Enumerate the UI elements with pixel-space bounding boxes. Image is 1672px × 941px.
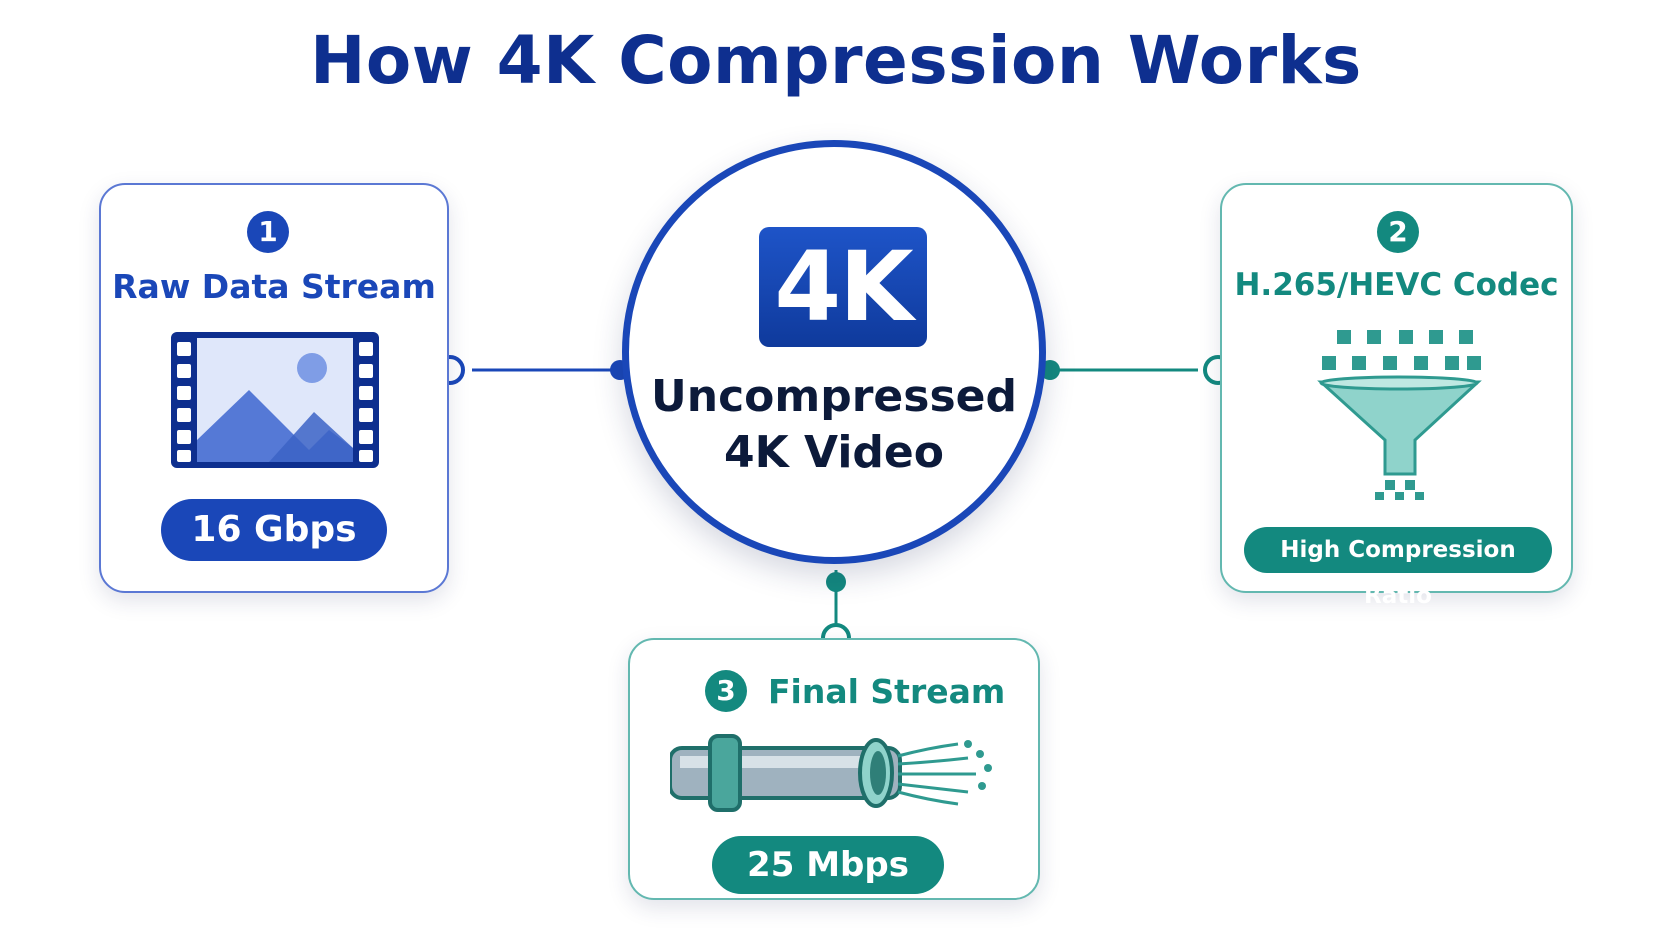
card-raw-data-stream: 1 Raw Data Stream 16 Gbps — [99, 183, 449, 593]
center-line-2: 4K Video — [724, 427, 944, 478]
4k-badge: 4K — [759, 227, 927, 347]
funnel-icon — [1317, 330, 1482, 500]
card-title-codec: H.265/HEVC Codec — [1234, 267, 1559, 303]
page-title: How 4K Compression Works — [310, 22, 1362, 99]
raw-bitrate-pill: 16 Gbps — [161, 499, 387, 561]
pipe-icon — [670, 734, 992, 812]
card-title-final: Final Stream — [768, 672, 1006, 711]
film-frame-icon — [171, 332, 379, 468]
final-bitrate-pill: 25 Mbps — [712, 836, 944, 894]
center-line-1: Uncompressed — [651, 371, 1017, 422]
connector-dot-bottom — [826, 572, 846, 592]
card-final-stream: 3 Final Stream 25 Mbps — [628, 638, 1040, 900]
card-title-raw: Raw Data Stream — [112, 267, 436, 306]
compression-ratio-pill: High Compression Ratio — [1244, 527, 1552, 609]
card-codec: 2 H.265/HEVC Codec High Compression Rati… — [1220, 183, 1573, 609]
step-number-2: 2 — [1377, 211, 1419, 253]
step-number-3: 3 — [705, 670, 747, 712]
center-circle: 4K Uncompressed 4K Video — [622, 140, 1046, 564]
step-number-1: 1 — [247, 211, 289, 253]
